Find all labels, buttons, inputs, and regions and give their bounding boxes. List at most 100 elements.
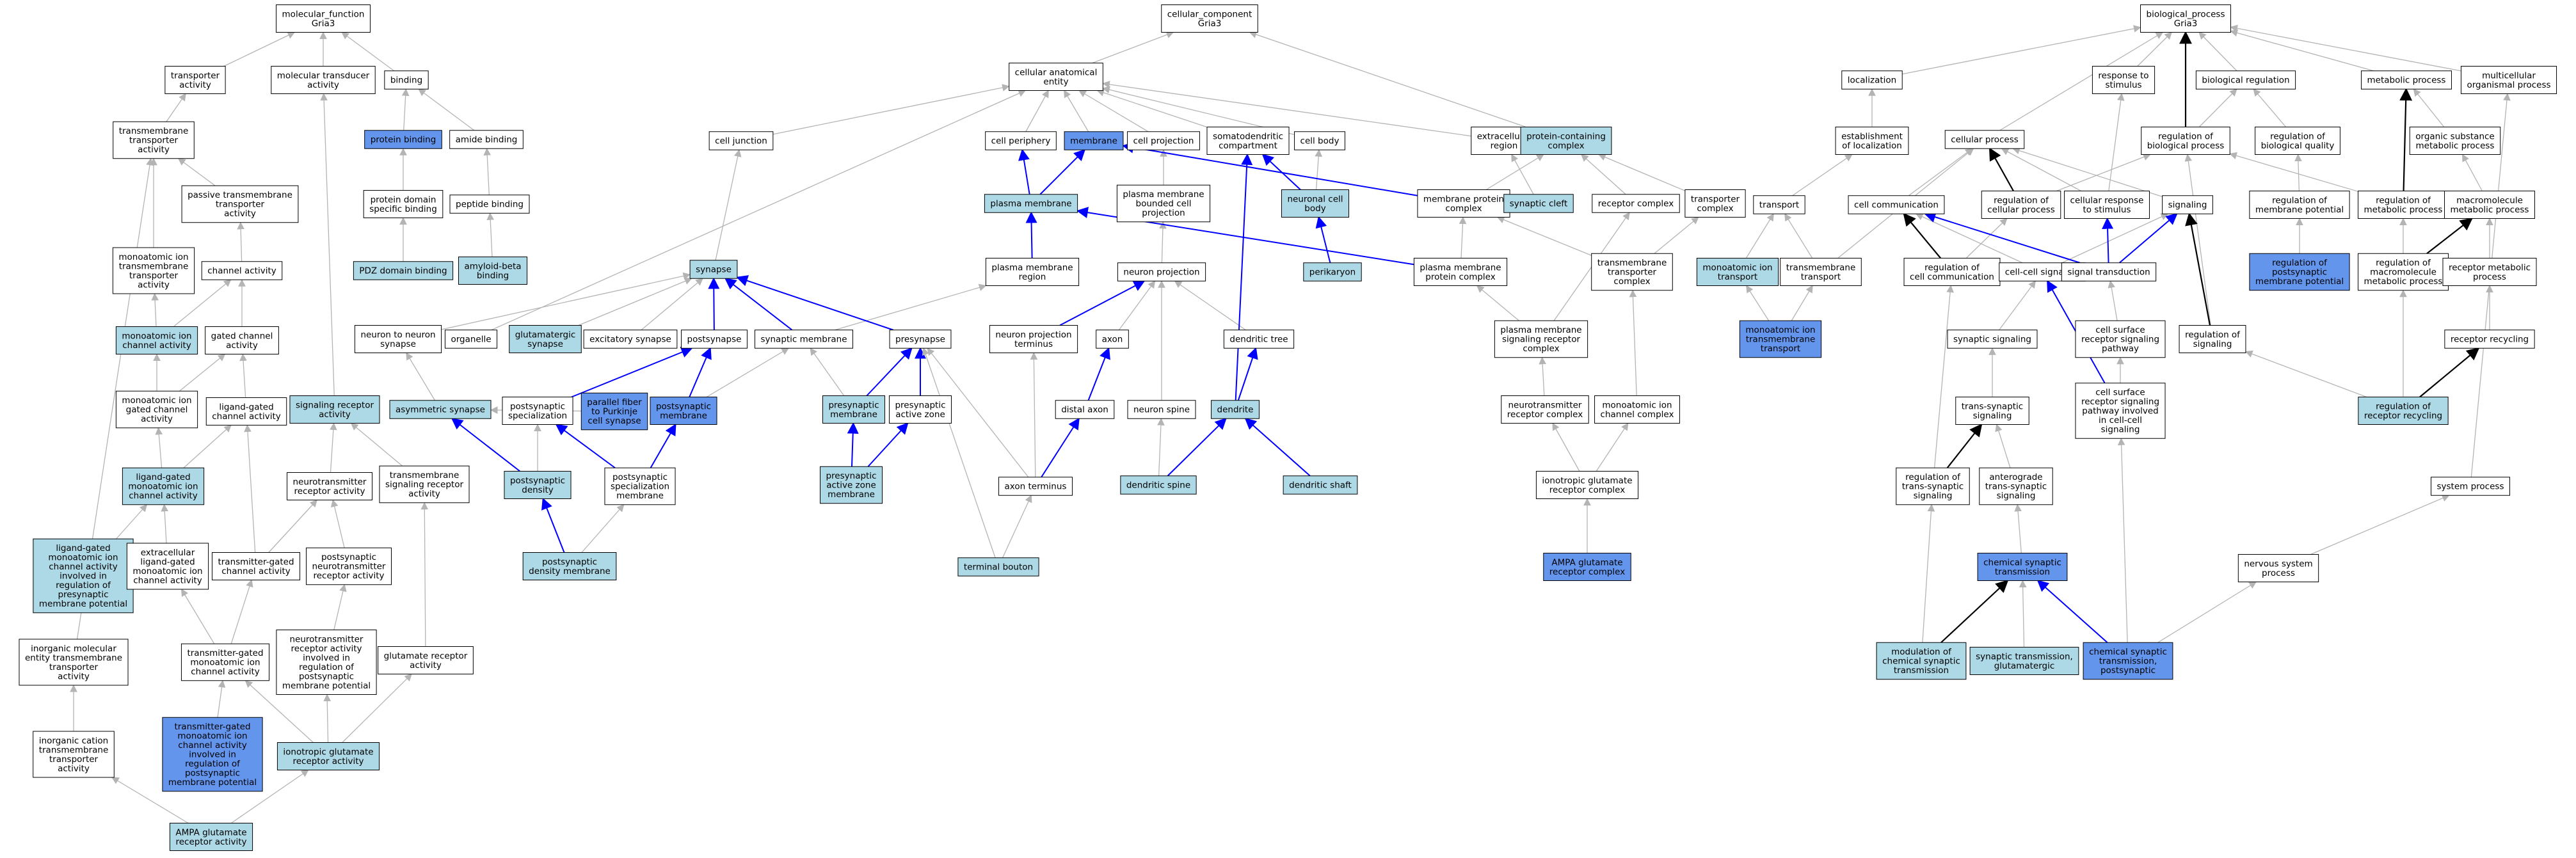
go-term-node-signal-transduction: signal transduction [2061, 262, 2157, 282]
edge-part-of [1039, 148, 1086, 195]
edge-is-a [1315, 149, 1323, 190]
node-label-line: receptor complex [1507, 409, 1583, 420]
node-label-line: parallel fiber [587, 397, 642, 408]
node-label-line: synapse [696, 265, 732, 275]
node-label-line: process [2262, 568, 2295, 578]
node-label-line: protein binding [371, 135, 436, 145]
node-box [1303, 262, 1362, 282]
edge-is-a [2229, 152, 2358, 192]
edge-is-a [1025, 90, 1049, 132]
edge-regulates [1940, 580, 2009, 644]
node-box [985, 258, 1080, 286]
node-label-line: protein domain [371, 195, 436, 205]
edge-is-a [581, 504, 625, 553]
node-box [276, 4, 371, 33]
node-box [364, 130, 442, 149]
node-label-line: dendritic spine [1126, 481, 1190, 491]
node-label-line: biological_process [2147, 9, 2225, 19]
node-label: neuron projection [1123, 267, 1199, 278]
edge-is-a [1552, 422, 1580, 472]
node-label-line: bounded cell [1136, 199, 1192, 209]
node-box [502, 397, 573, 425]
node-label-line: postsynaptic [185, 768, 240, 779]
node-box [1739, 320, 1822, 358]
node-box [181, 185, 299, 223]
node-label-line: organelle [451, 335, 491, 345]
node-box [1947, 330, 2038, 349]
node-label-line: activity [138, 280, 170, 290]
node-label-line: signaling [2101, 425, 2140, 435]
node-box [1417, 189, 1510, 218]
node-label: cell junction [715, 136, 767, 147]
node-label-line: monoatomic ion [132, 566, 202, 576]
node-box [33, 731, 115, 778]
node-label-line: signaling [1997, 491, 2036, 501]
node-label-line: metabolic process [2416, 141, 2495, 151]
node-box [2409, 127, 2501, 155]
go-term-node-postsynapse: postsynapse [681, 330, 748, 349]
node-label: synaptic cleft [1510, 199, 1567, 209]
node-label: PDZ domain binding [359, 266, 447, 276]
node-box [1753, 195, 1805, 214]
node-label: localization [1848, 75, 1896, 86]
edge-is-a [1159, 221, 1167, 263]
edge-is-a [1459, 216, 1467, 258]
go-term-node-glutamatergic-transmission: synaptic transmission,glutamatergic [1969, 647, 2079, 675]
node-label-line: synapse [380, 339, 416, 349]
node-label-line: biological quality [2261, 141, 2335, 151]
edge-regulates [2399, 88, 2413, 191]
node-label-line: transmembrane [1597, 258, 1667, 268]
node-label-line: biological regulation [2202, 75, 2289, 86]
node-label-line: transport [1761, 344, 1800, 354]
edge-is-a [2462, 154, 2483, 191]
node-label-line: active zone [895, 409, 945, 420]
node-label-line: gated channel [126, 405, 188, 415]
node-box [2255, 127, 2340, 155]
edge-is-a [239, 353, 247, 398]
edge-is-a [230, 769, 309, 824]
node-label-line: receptor activity [291, 644, 362, 654]
node-label-line: presynaptic [828, 400, 879, 410]
edge-part-of [451, 418, 520, 472]
node-label-line: receptor activity [292, 756, 364, 767]
edge-part-of [1059, 280, 1146, 326]
node-label-line: multicellular [2482, 70, 2536, 81]
node-label-line: involved in [189, 750, 236, 760]
node-box [363, 190, 444, 218]
node-label-line: amyloid-beta [464, 261, 521, 271]
node-box [1064, 131, 1124, 150]
node-label: system process [2437, 482, 2504, 492]
edge-is-a [1102, 81, 1471, 137]
node-label-line: channel activity [129, 491, 197, 501]
edge-is-a [418, 88, 475, 131]
node-label-line: transmission [1894, 665, 1949, 676]
node-label-line: synaptic cleft [1510, 199, 1567, 209]
node-label-line: transporter [1608, 267, 1657, 278]
node-label-line: regulation of [185, 759, 241, 769]
node-box [1969, 647, 2079, 675]
node-label: peptide binding [456, 200, 524, 210]
node-label-line: entity [1043, 77, 1068, 87]
node-label-line: monoatomic ion [122, 331, 191, 341]
